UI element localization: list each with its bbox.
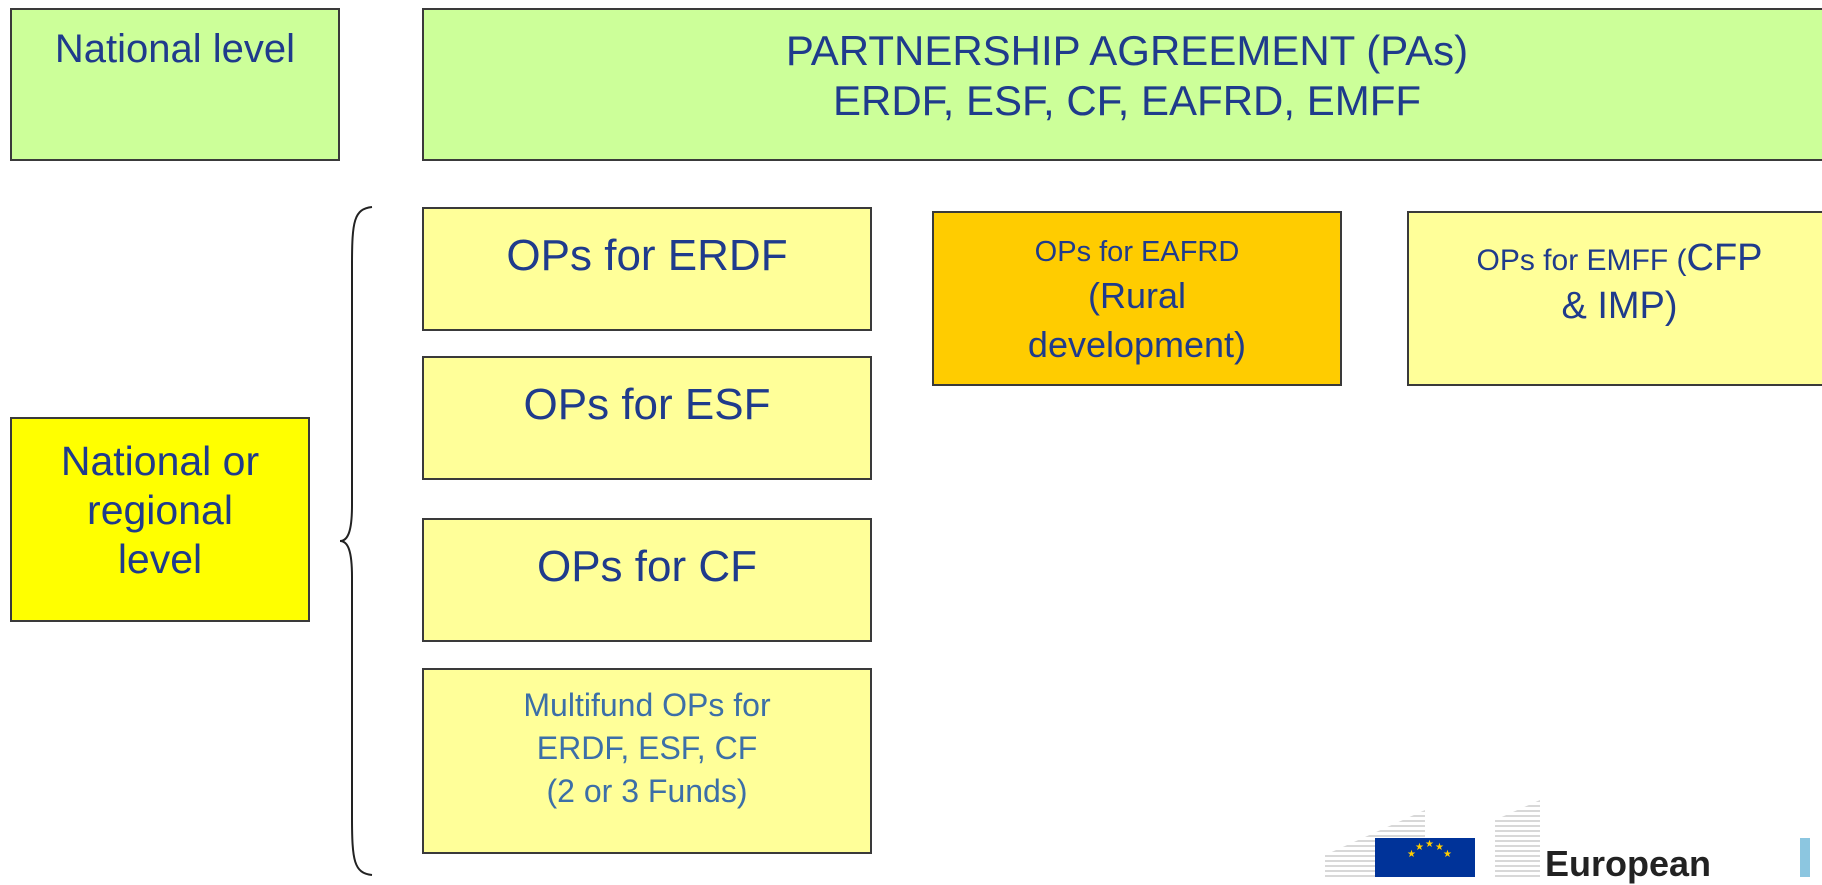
op-eafrd-line-2: (Rural [1087,275,1186,317]
svg-text:★: ★ [1407,849,1416,860]
op-emff-line-2: & IMP) [1409,283,1822,331]
op-multifund-box: Multifund OPs for ERDF, ESF, CF (2 or 3 … [422,668,872,854]
op-multifund-line-2: ERDF, ESF, CF [536,730,758,767]
op-multifund-line-1: Multifund OPs for [523,687,771,723]
op-emff-imp: & IMP [1561,284,1665,327]
op-emff-box: OPs for EMFF (CFP & IMP) [1407,211,1822,386]
curly-brace [340,206,373,876]
regional-level-line-3: level [117,536,203,583]
op-cf-label: OPs for CF [536,542,758,591]
logo-text: European [1545,843,1712,884]
logo-accent-bar [1800,838,1810,877]
svg-text:★: ★ [1425,839,1434,850]
regional-level-box: National or regional level [10,417,310,622]
national-level-label: National level [54,27,296,71]
op-emff-cfp: CFP [1686,237,1763,279]
partnership-agreement-title: PARTNERSHIP AGREEMENT (PAs) [785,27,1469,74]
european-commission-logo: ★★★ ★★ [1325,800,1822,877]
commission-building-icon: ★★★ ★★ [1325,800,1540,877]
op-erdf-label: OPs for ERDF [506,231,788,280]
national-level-box: National level [10,8,340,161]
op-erdf-box: OPs for ERDF [422,207,872,331]
op-emff-suffix: ) [1664,284,1678,327]
partnership-agreement-box: PARTNERSHIP AGREEMENT (PAs) ERDF, ESF, C… [422,8,1822,161]
partnership-agreement-funds: ERDF, ESF, CF, EAFRD, EMFF [832,77,1422,125]
op-multifund-line-3: (2 or 3 Funds) [546,773,748,810]
op-eafrd-line-3: development) [1027,323,1247,365]
op-eafrd-box: OPs for EAFRD (Rural development) [932,211,1342,386]
op-esf-box: OPs for ESF [422,356,872,480]
op-emff-prefix: OPs for EMFF ( [1476,244,1687,277]
op-emff-line-1: OPs for EMFF (CFP [1409,235,1822,283]
eu-flag-icon [1375,838,1475,877]
regional-level-line-1: National or [60,438,260,484]
svg-text:★: ★ [1435,842,1444,853]
op-eafrd-line-1: OPs for EAFRD [1034,236,1240,268]
svg-text:★: ★ [1415,842,1424,853]
svg-text:★: ★ [1443,849,1452,860]
regional-level-line-2: regional [87,487,233,534]
op-esf-label: OPs for ESF [523,380,771,429]
op-cf-box: OPs for CF [422,518,872,642]
